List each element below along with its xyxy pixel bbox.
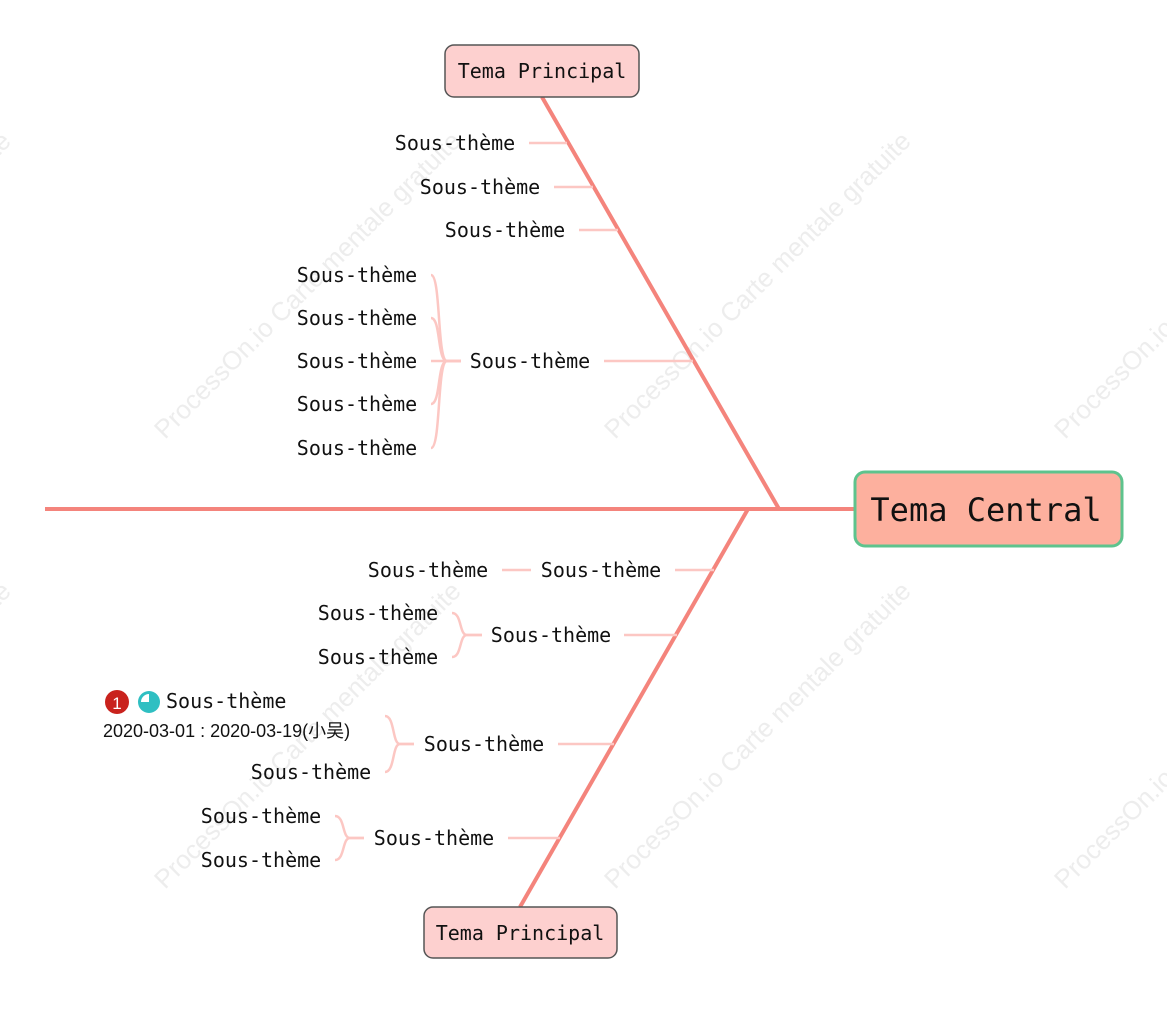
subtopics: Sous-thème Sous-thème Sous-thème Sous-th… [201, 131, 661, 872]
subtopic[interactable]: Sous-thème [201, 848, 321, 872]
branch-lines [334, 141, 714, 862]
subtopic[interactable]: Sous-thème [395, 131, 515, 155]
central-topic-label: Tema Central [870, 491, 1101, 529]
brace-connector [429, 359, 461, 450]
brace-connector [430, 316, 461, 363]
subtopic[interactable]: Sous-thème [491, 623, 611, 647]
subtopic[interactable]: Sous-thème [318, 645, 438, 669]
bottom-bone [518, 508, 750, 908]
subtopic[interactable]: Sous-thème [201, 804, 321, 828]
brace-connector [451, 611, 482, 637]
main-topic-top[interactable]: Tema Principal [444, 44, 640, 98]
main-topic-bottom[interactable]: Tema Principal [423, 906, 618, 959]
brace-connector [334, 836, 364, 862]
main-topic-top-box[interactable] [444, 44, 640, 98]
task-date-range: 2020-03-01 : 2020-03-19(小吴) [103, 721, 350, 741]
watermark: ProcessOn.io Carte mentale gratuite [1048, 126, 1167, 445]
top-bone [540, 96, 781, 510]
task-subtopic[interactable]: 1 Sous-thème 2020-03-01 : 2020-03-19(小吴) [103, 689, 350, 741]
watermark: ProcessOn.io Carte mentale gratuite [598, 126, 917, 445]
subtopic[interactable]: Sous-thème [251, 760, 371, 784]
watermark: ProcessOn.io Carte mentale gratuite [0, 576, 17, 895]
subtopic[interactable]: Sous-thème [318, 601, 438, 625]
watermark: ProcessOn.io Carte mentale gratuite [598, 576, 917, 895]
watermark: ProcessOn.io Carte mentale gratuite [0, 126, 17, 445]
subtopic[interactable]: Sous-thème [297, 263, 417, 287]
priority-value: 1 [112, 694, 121, 713]
brace-connector [429, 273, 461, 363]
central-topic[interactable]: Tema Central [853, 470, 1124, 548]
subtopic[interactable]: Sous-thème [420, 175, 540, 199]
spine-lines [45, 96, 855, 908]
task-subtopic-label[interactable]: Sous-thème [166, 689, 286, 713]
brace-connector [430, 359, 461, 406]
main-topic-bottom-label: Tema Principal [436, 921, 605, 945]
subtopic[interactable]: Sous-thème [297, 436, 417, 460]
subtopic[interactable]: Sous-thème [470, 349, 590, 373]
subtopic[interactable]: Sous-thème [297, 306, 417, 330]
subtopic[interactable]: Sous-thème [297, 392, 417, 416]
brace-connector [451, 633, 482, 659]
central-topic-box[interactable] [853, 470, 1124, 548]
brace-connector [384, 742, 414, 774]
brace-connector [384, 714, 414, 746]
subtopic[interactable]: Sous-thème [424, 732, 544, 756]
brace-connector [334, 814, 364, 840]
subtopic[interactable]: Sous-thème [374, 826, 494, 850]
progress-three-quarter-icon [138, 691, 160, 713]
priority-1-icon: 1 [105, 690, 129, 714]
subtopic[interactable]: Sous-thème [297, 349, 417, 373]
watermark: ProcessOn.io Carte mentale gratuite [1048, 576, 1167, 895]
subtopic[interactable]: Sous-thème [368, 558, 488, 582]
subtopic[interactable]: Sous-thème [445, 218, 565, 242]
subtopic[interactable]: Sous-thème [541, 558, 661, 582]
main-topic-bottom-box[interactable] [423, 906, 618, 959]
main-topic-top-label: Tema Principal [458, 59, 627, 83]
